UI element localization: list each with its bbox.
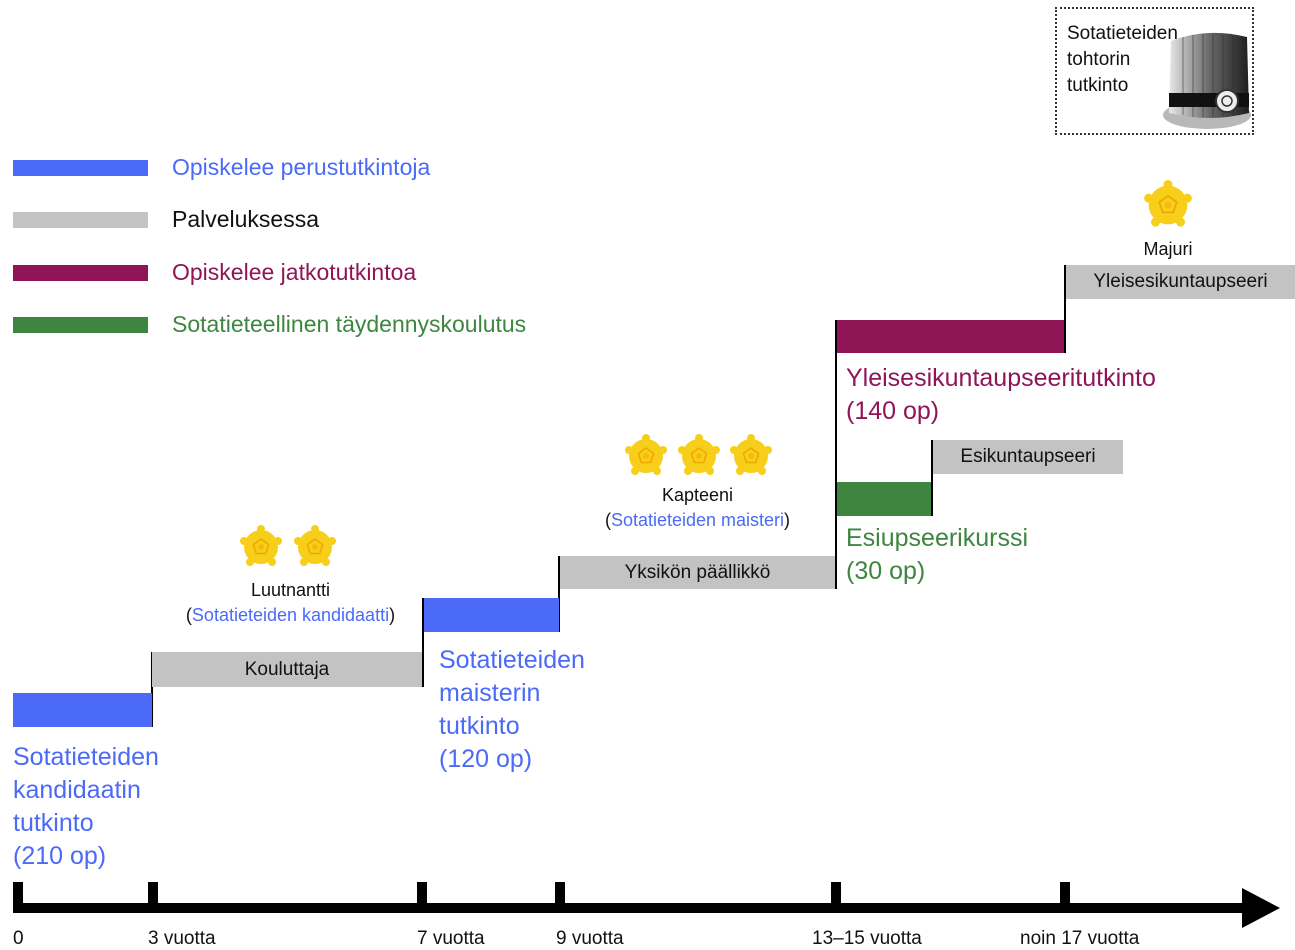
major-rank-name: Majuri [1143, 239, 1193, 259]
legend-label-postgraduate: Opiskelee jatkotutkintoa [172, 259, 417, 285]
bar-unit-commander: Yksikön päällikkö [560, 556, 835, 589]
timeline-tick [555, 882, 565, 910]
timeline-tick-label: 13–15 vuotta [812, 928, 922, 949]
legend-label-further-training: Sotatieteellinen täydennyskoulutus [172, 311, 527, 337]
bar-unit-commander-label: Yksikön päällikkö [624, 561, 771, 583]
step-line-13y [835, 320, 837, 589]
master-degree-label: Sotatieteiden maisterin tutkinto (120 op… [439, 646, 585, 773]
legend-swatch-postgraduate [13, 265, 148, 281]
timeline-tick [417, 882, 427, 910]
captain-degree: Sotatieteiden maisteri [610, 510, 785, 530]
lieutenant-degree: Sotatieteiden kandidaatti [191, 605, 390, 625]
legend-label-basic-studies: Opiskelee perustutkintoja [172, 154, 431, 180]
timeline-tick [1060, 882, 1070, 910]
legend-label-in-service: Palveluksessa [172, 206, 320, 232]
timeline-axis-line [13, 903, 1253, 913]
bachelor-degree-label: Sotatieteiden kandidaatin tutkinto (210 … [13, 743, 159, 870]
bar-master-studies [424, 598, 559, 632]
bar-general-staff-officer-label: Yleisesikuntaupseeri [1093, 271, 1268, 292]
timeline-tick [13, 882, 23, 910]
rank-star-icon [1143, 180, 1193, 228]
bar-trainer-label: Kouluttaja [244, 658, 330, 680]
step-line-staff [931, 440, 933, 516]
staff-course-label: Esiupseerikurssi (30 op) [846, 524, 1029, 585]
step-line-3y [151, 652, 153, 727]
legend-swatch-in-service [13, 212, 148, 228]
timeline-tick-label: 9 vuotta [556, 928, 624, 949]
timeline-tick [831, 882, 841, 910]
bar-general-staff-studies [837, 320, 1064, 353]
doctor-degree-label: Sotatieteiden tohtorin tutkinto [1067, 23, 1178, 96]
bar-staff-course [837, 482, 931, 516]
captain-rank-label: Kapteeni (Sotatieteiden maisteri) [560, 483, 835, 533]
lieutenant-rank-label: Luutnantti (Sotatieteiden kandidaatti) [158, 578, 423, 628]
legend-swatch-basic-studies [13, 160, 148, 176]
legend-swatch-further-training [13, 317, 148, 333]
bar-staff-officer: Esikuntaupseeri [933, 440, 1123, 474]
bar-staff-officer-label: Esikuntaupseeri [960, 446, 1096, 467]
timeline-tick-label: noin 17 vuotta [1020, 928, 1140, 949]
timeline-tick-label: 0 [13, 928, 24, 949]
timeline-tick [148, 882, 158, 910]
bar-trainer: Kouluttaja [152, 652, 422, 687]
rank-star-icon [239, 525, 283, 567]
rank-star-icon [293, 525, 337, 567]
general-staff-degree-label: Yleisesikuntaupseeritutkinto (140 op) [846, 364, 1156, 425]
arrow-right-icon [1242, 888, 1280, 928]
bar-general-staff-officer: Yleisesikuntaupseeri [1066, 265, 1295, 299]
rank-star-icon [624, 434, 668, 476]
step-line-9y [558, 556, 560, 632]
rank-star-icon [729, 434, 773, 476]
rank-star-icon [677, 434, 721, 476]
doctoral-hat-icon [1163, 32, 1251, 129]
captain-rank-name: Kapteeni [661, 485, 734, 505]
step-line-17y [1064, 265, 1066, 353]
step-line-7y [422, 598, 424, 687]
lieutenant-rank-name: Luutnantti [250, 580, 331, 600]
doctor-degree-box: Sotatieteiden tohtorin tutkinto [1055, 7, 1254, 135]
timeline-tick-label: 7 vuotta [417, 928, 485, 949]
bar-bachelor-studies [13, 693, 152, 727]
timeline-tick-label: 3 vuotta [148, 928, 216, 949]
major-rank-label: Majuri [1118, 237, 1218, 262]
